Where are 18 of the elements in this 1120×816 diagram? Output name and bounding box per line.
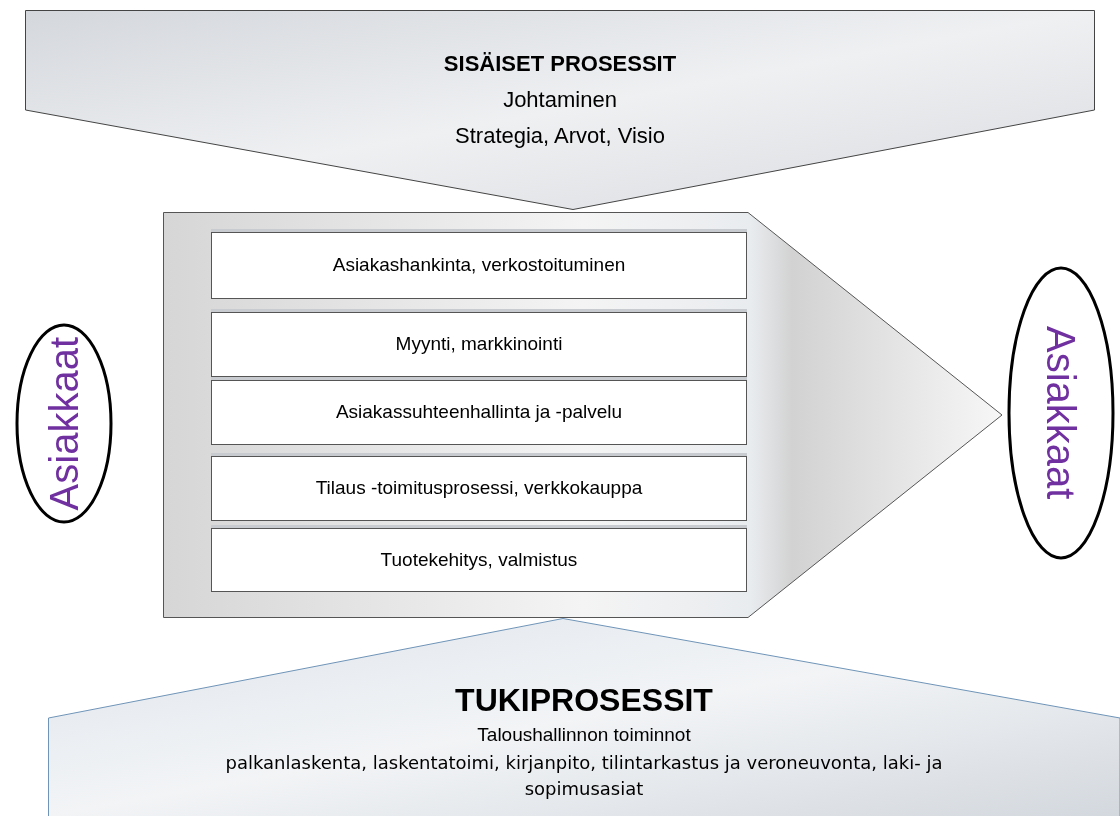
process-label: Myynti, markkinointi <box>395 332 563 357</box>
heading: SISÄISET PROSESSIT <box>443 50 677 78</box>
process-box <box>211 380 747 445</box>
process-label: Asiakashankinta, verkostoituminen <box>332 253 626 278</box>
vertical-text: Asiakkaat <box>44 336 84 511</box>
process-label: Asiakassuhteenhallinta ja -palvelu <box>335 400 623 425</box>
pentagon-text: palkanlaskenta, laskentatoimi, kirjanpito, tilintarkastus ja veroneuvonta, laki- ja sopimusasiat <box>224 751 944 801</box>
chevron-text: Johtaminen <box>503 86 617 114</box>
process-box <box>211 456 747 521</box>
heading: TUKIPROSESSIT <box>455 681 713 720</box>
pentagon-text: Taloushallinnon toiminnot <box>477 723 691 747</box>
process-box <box>211 232 747 299</box>
process-box <box>211 312 747 377</box>
process-label: Tilaus -toimitusprosessi, verkkokauppa <box>315 476 643 501</box>
process-label: Tuotekehitys, valmistus <box>380 547 578 572</box>
process-box <box>211 528 747 592</box>
chevron-text: Strategia, Arvot, Visio <box>455 122 665 150</box>
vertical-text: Asiakkaat <box>1041 326 1081 500</box>
